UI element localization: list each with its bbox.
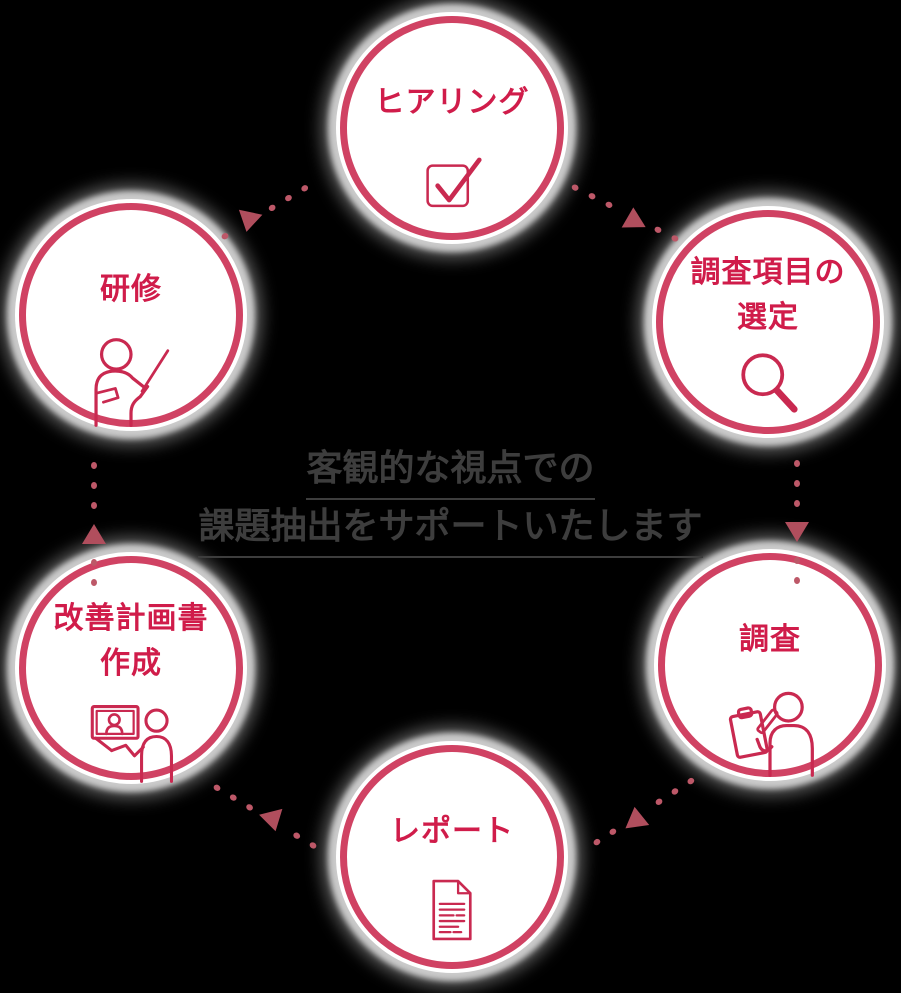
connector-dot	[604, 200, 614, 210]
connector-dot	[592, 837, 602, 847]
connector-dot	[220, 231, 230, 241]
step-label: レポート	[390, 809, 514, 854]
dotted-connector	[567, 177, 682, 249]
circle-ring	[340, 745, 564, 969]
step-circle-survey-item-selection: 調査項目の 選定	[652, 206, 884, 438]
step-label-line: 改善計画書	[53, 602, 209, 635]
connector-dot	[212, 783, 222, 793]
connector-dot	[91, 559, 97, 566]
connector-dot	[300, 183, 310, 193]
dotted-connector	[209, 777, 321, 855]
connector-dot	[670, 234, 680, 243]
arrowhead-icon	[82, 524, 106, 544]
step-label-line: 研修	[100, 273, 162, 306]
step-label-line: レポート	[390, 815, 514, 848]
connector-dot	[587, 191, 597, 201]
connector-dot	[308, 841, 318, 850]
connector-dot	[267, 203, 277, 213]
magnifier-icon	[741, 353, 798, 413]
connector-dot	[794, 557, 800, 564]
connector-dot	[794, 577, 800, 584]
step-label-line: 調査項目の	[690, 256, 846, 289]
connector-dot	[608, 827, 618, 837]
connector-dot	[653, 225, 663, 235]
clipboard-survey-icon	[728, 691, 814, 777]
connector-dot	[91, 579, 97, 586]
connector-dot	[794, 480, 800, 487]
center-message-line2: 課題抽出をサポートいたします	[198, 500, 703, 558]
connector-dot	[91, 462, 97, 469]
circle-ring	[340, 16, 564, 240]
circle-ring	[656, 210, 880, 434]
checkbox-check-icon	[426, 157, 482, 208]
arrowhead-icon	[785, 522, 809, 542]
arrowhead-icon	[621, 207, 646, 228]
center-message: 客観的な視点での 課題抽出をサポートいたします	[0, 442, 901, 558]
step-label-line: 選定	[737, 301, 799, 334]
connector-dot	[228, 793, 238, 802]
step-circle-hearing: ヒアリング	[336, 12, 568, 244]
step-circle-survey: 調査	[654, 549, 886, 781]
step-label-line: ヒアリング	[374, 86, 530, 119]
step-circle-training: 研修	[15, 199, 247, 431]
center-message-line1: 客観的な視点での	[306, 442, 595, 500]
connector-dot	[654, 797, 664, 807]
circle-ring	[19, 556, 243, 780]
arrowhead-icon	[622, 805, 650, 829]
connector-dot	[245, 802, 255, 812]
online-meeting-icon	[90, 705, 174, 783]
step-label: 調査項目の 選定	[691, 250, 846, 340]
connector-dot	[91, 502, 97, 509]
dotted-connector	[217, 178, 313, 247]
connector-dot	[794, 500, 800, 507]
step-label-line: 作成	[100, 647, 162, 680]
connector-dot	[686, 776, 696, 786]
connector-dot	[283, 193, 293, 203]
connector-dot	[91, 482, 97, 489]
step-label: 研修	[100, 267, 162, 312]
connector-dot	[670, 787, 680, 796]
connector-dot	[570, 183, 580, 192]
presenter-icon	[94, 338, 170, 427]
dotted-connector	[82, 462, 106, 586]
step-circle-report: レポート	[336, 741, 568, 973]
connector-dot	[794, 460, 800, 467]
step-label: ヒアリング	[375, 80, 530, 125]
step-label: 改善計画書 作成	[54, 596, 209, 686]
report-document-icon	[432, 879, 472, 941]
step-label-line: 調査	[739, 623, 801, 656]
dotted-connector	[589, 771, 700, 853]
arrowhead-icon	[234, 209, 263, 235]
step-circle-improvement-plan: 改善計画書 作成	[15, 552, 247, 784]
connector-dot	[292, 831, 302, 841]
step-label: 調査	[739, 617, 801, 662]
dotted-connector	[785, 460, 809, 584]
arrowhead-icon	[259, 808, 288, 835]
